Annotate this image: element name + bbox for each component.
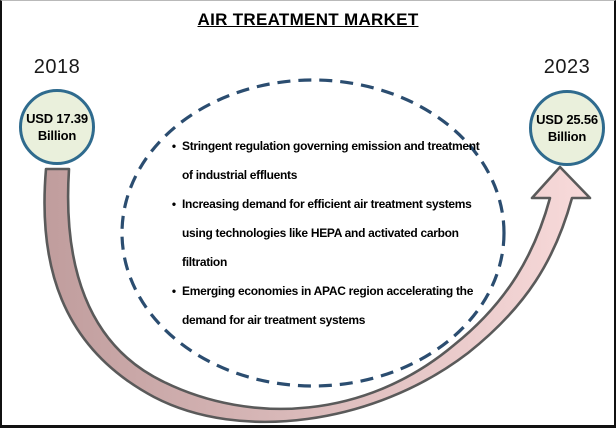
drivers-ellipse-outline	[120, 78, 506, 388]
start-unit: Billion	[37, 128, 77, 143]
bullet-icon: •	[171, 197, 177, 211]
driver-text: Stringent regulation governing emission …	[182, 139, 480, 182]
list-item: • Emerging economies in APAC region acce…	[166, 277, 496, 335]
bullet-icon: •	[171, 139, 177, 153]
list-item: • Increasing demand for efficient air tr…	[166, 190, 496, 277]
page-title: AIR TREATMENT MARKET	[197, 10, 419, 29]
start-value-badge: USD 17.39 Billion	[19, 89, 95, 165]
end-value-badge: USD 25.56 Billion	[529, 90, 605, 166]
driver-text: Emerging economies in APAC region accele…	[182, 284, 474, 327]
end-value: USD 25.56	[536, 112, 598, 127]
end-unit: Billion	[547, 129, 587, 144]
driver-text: Increasing demand for efficient air trea…	[182, 197, 472, 269]
list-item: • Stringent regulation governing emissio…	[166, 132, 496, 190]
start-year-label: 2018	[33, 56, 81, 78]
drivers-list: • Stringent regulation governing emissio…	[166, 132, 496, 335]
start-value: USD 17.39	[26, 111, 88, 126]
growth-arrow	[43, 165, 592, 424]
bullet-icon: •	[171, 284, 177, 298]
header: AIR TREATMENT MARKET	[2, 10, 614, 30]
end-year-label: 2023	[543, 56, 591, 78]
